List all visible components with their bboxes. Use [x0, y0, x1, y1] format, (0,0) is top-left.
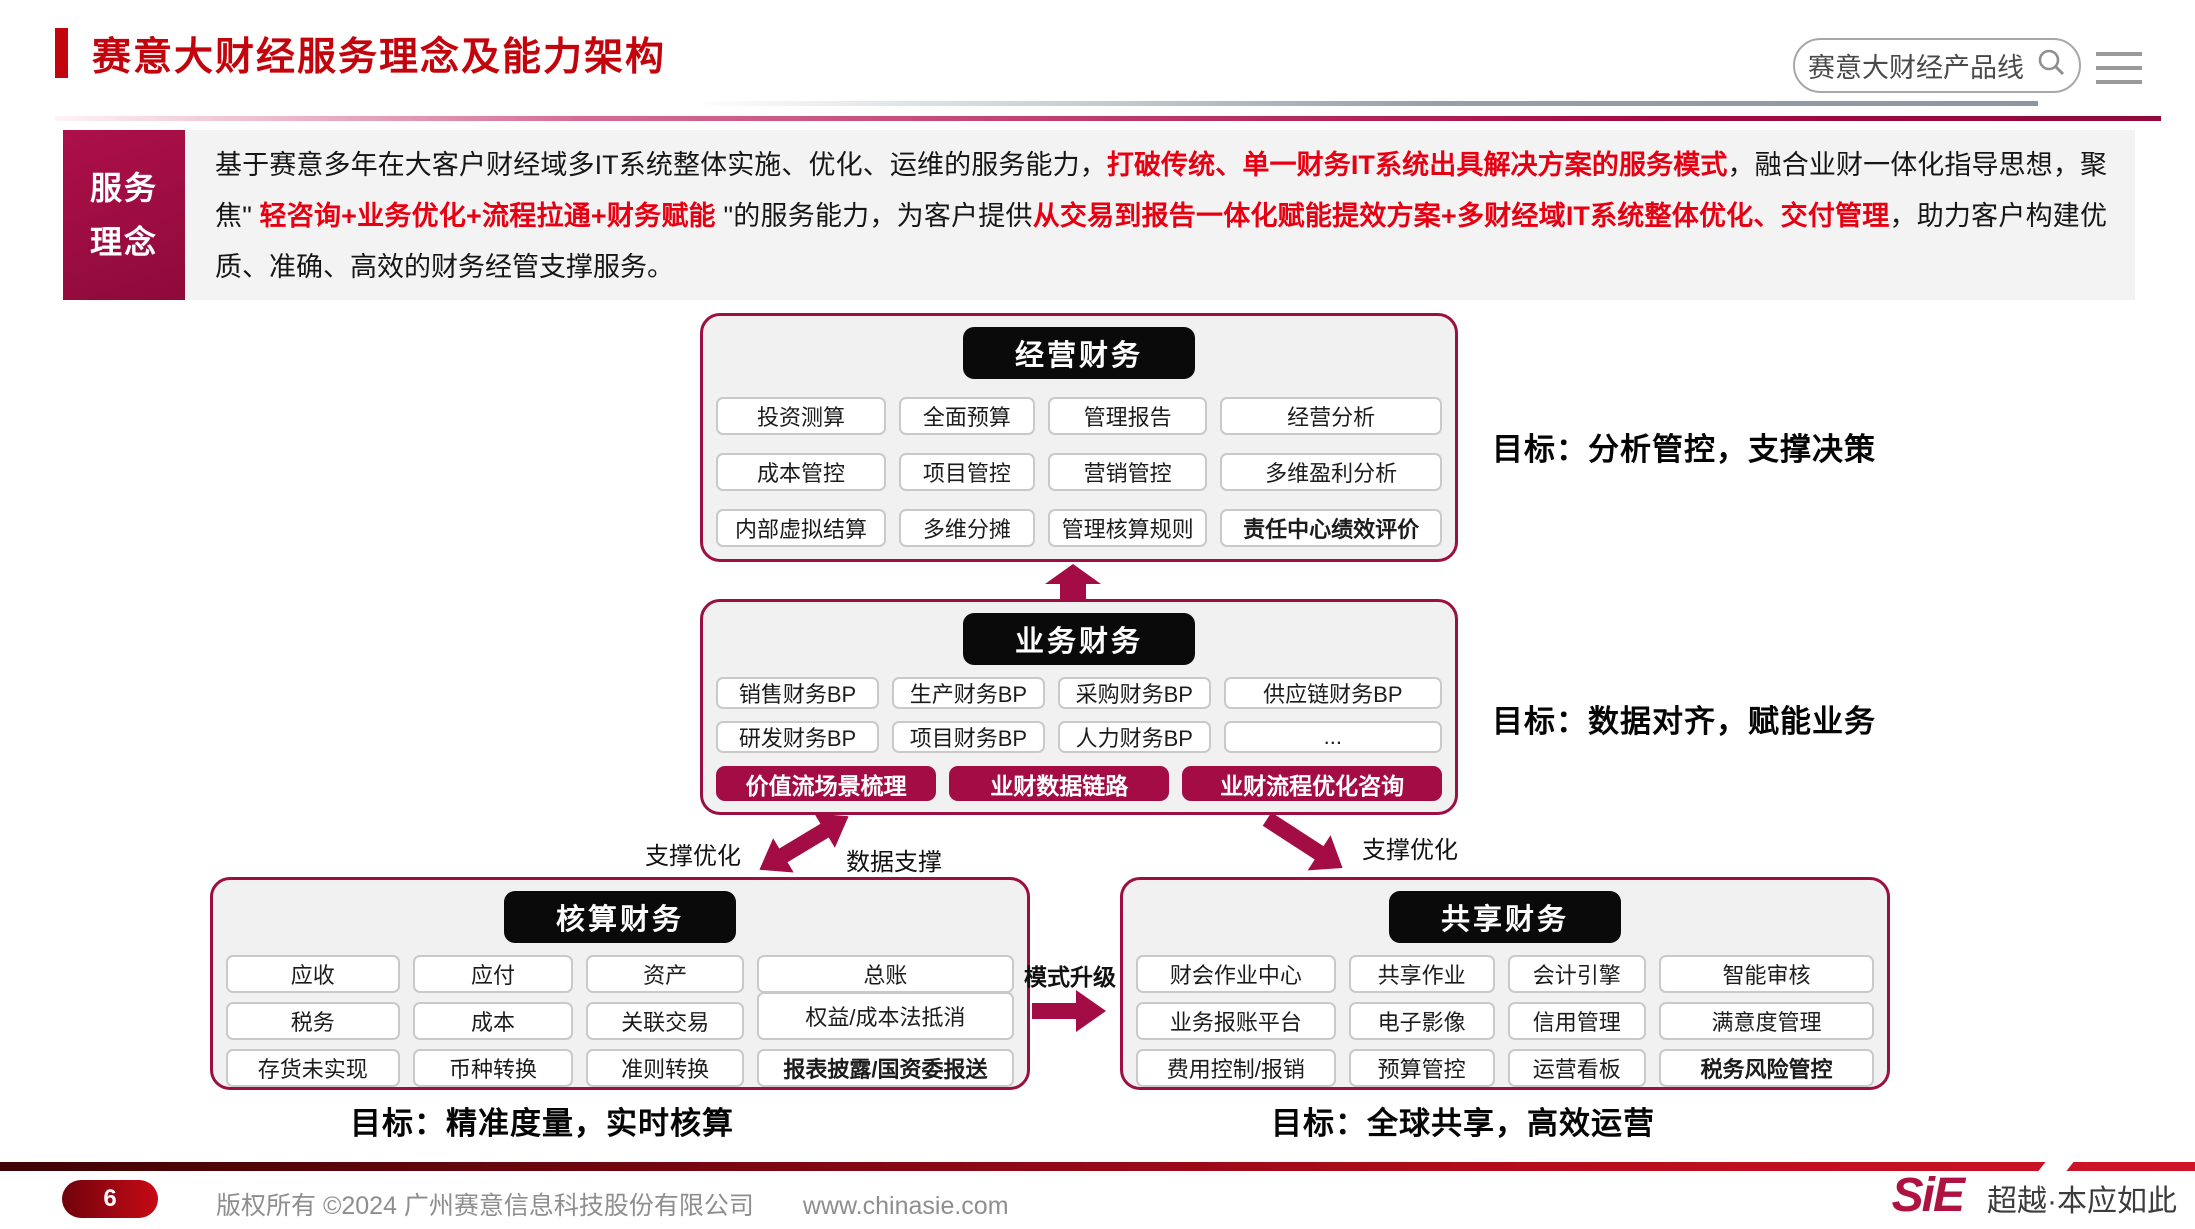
- capability-cell: 采购财务BP: [1057, 677, 1211, 709]
- business-finance-chips: 价值流场景梳理业财数据链路业财流程优化咨询: [703, 766, 1455, 801]
- copyright-label: 版权所有 ©2024 广州赛意信息科技股份有限公司: [216, 1192, 754, 1220]
- capability-cell: 总账: [756, 955, 1014, 993]
- footer-divider: [0, 1160, 2195, 1173]
- capability-cell: 供应链财务BP: [1223, 677, 1442, 709]
- goal-shared: 目标：全球共享，高效运营: [1271, 1106, 1655, 1141]
- accounting-finance-cells: 应收应付资产总账税务成本关联交易权益/成本法抵消存货未实现币种转换准则转换报表披…: [213, 955, 1027, 1087]
- capability-cell: 人力财务BP: [1057, 721, 1211, 753]
- down-right-arrow-icon: [1252, 808, 1356, 878]
- capability-cell: 全面预算: [898, 397, 1035, 435]
- label-data-support: 数据支撑: [846, 849, 942, 876]
- consulting-chip: 价值流场景梳理: [716, 766, 937, 801]
- capability-cell: 币种转换: [412, 1049, 574, 1087]
- capability-cell: 电子影像: [1348, 1002, 1495, 1040]
- page-title: 赛意大财经服务理念及能力架构: [92, 36, 667, 79]
- capability-cell: 财会作业中心: [1136, 955, 1336, 993]
- service-concept-line2: 理念: [89, 224, 158, 260]
- operating-finance-title: 经营财务: [962, 327, 1195, 379]
- label-mode-upgrade: 模式升级: [1024, 964, 1116, 990]
- service-concept-line1: 服务: [89, 170, 158, 206]
- product-line-search[interactable]: 赛意大财经产品线: [1793, 38, 2081, 93]
- intro-paragraph: 基于赛意多年在大客户财经域多IT系统整体实施、优化、运维的服务能力，打破传统、单…: [185, 130, 2135, 300]
- capability-cell: 满意度管理: [1658, 1002, 1874, 1040]
- capability-cell: 共享作业: [1348, 955, 1495, 993]
- service-concept-label: 服务 理念: [63, 130, 185, 300]
- brand-slogan: 超越·本应如此: [1987, 1185, 2177, 1218]
- capability-cell: 多维分摊: [898, 509, 1035, 547]
- capability-cell: 管理核算规则: [1047, 509, 1208, 547]
- shared-finance-cells: 财会作业中心共享作业会计引擎智能审核业务报账平台电子影像信用管理满意度管理费用控…: [1123, 955, 1887, 1087]
- capability-cell: 税务: [226, 1002, 400, 1040]
- goal-business: 目标：数据对齐，赋能业务: [1492, 704, 1876, 739]
- box-business-finance: 业务财务 销售财务BP 生产财务BP 采购财务BP 供应链财务BP 研发财务BP 项目财务…: [700, 599, 1458, 815]
- divider-crimson: [55, 116, 2161, 121]
- intro-segment: 基于赛意多年在大客户财经域多IT系统整体实施、优化、运维的服务能力，: [215, 150, 1107, 180]
- label-support-optimize-left: 支撑优化: [645, 843, 741, 870]
- capability-cell: 费用控制/报销: [1136, 1049, 1336, 1087]
- copyright-text: 版权所有 ©2024 广州赛意信息科技股份有限公司 www.chinasie.c…: [216, 1186, 1009, 1222]
- up-arrow-icon: [1045, 564, 1101, 599]
- capability-cell: 关联交易: [586, 1002, 744, 1040]
- capability-cell: 准则转换: [586, 1049, 744, 1087]
- sie-logo: SiE: [1891, 1169, 1965, 1222]
- operating-finance-cells: 投资测算全面预算管理报告经营分析成本管控项目管控营销管控多维盈利分析内部虚拟结算…: [703, 397, 1455, 547]
- capability-cell: 多维盈利分析: [1220, 453, 1442, 491]
- capability-cell: 会计引擎: [1507, 955, 1646, 993]
- capability-cell: 权益/成本法抵消: [756, 992, 1014, 1040]
- intro-segment: "的服务能力，为客户提供: [715, 201, 1033, 231]
- capability-cell: 营销管控: [1047, 453, 1208, 491]
- accounting-finance-title: 核算财务: [503, 891, 736, 943]
- intro-segment: ，助力客户构建优质、准确、高效的财务经管支撑服务。: [215, 201, 2108, 282]
- page-number-badge: 6: [62, 1180, 158, 1218]
- title-accent-bar: [55, 28, 68, 78]
- capability-cell: 应收: [226, 955, 400, 993]
- capability-cell: 运营看板: [1507, 1049, 1646, 1087]
- label-support-optimize-right: 支撑优化: [1362, 837, 1458, 864]
- consulting-chip: 业财流程优化咨询: [1182, 766, 1442, 801]
- capability-cell: 成本: [412, 1002, 574, 1040]
- capability-cell: 项目管控: [898, 453, 1035, 491]
- intro-segment: 从交易到报告一体化赋能提效方案+多财经域IT系统整体优化、交付管理: [1032, 201, 1890, 231]
- search-icon[interactable]: [2036, 47, 2066, 84]
- capability-cell: 税务风险管控: [1658, 1049, 1874, 1087]
- capability-cell: 应付: [412, 955, 574, 993]
- capability-cell: 销售财务BP: [716, 677, 880, 709]
- box-operating-finance: 经营财务 投资测算全面预算管理报告经营分析成本管控项目管控营销管控多维盈利分析内…: [700, 313, 1458, 562]
- intro-segment: 打破传统、单一财务IT系统出具解决方案的服务模式: [1106, 150, 1728, 180]
- goal-operating: 目标：分析管控，支撑决策: [1492, 432, 1876, 467]
- capability-cell: 经营分析: [1220, 397, 1442, 435]
- capability-cell: 责任中心绩效评价: [1220, 509, 1442, 547]
- menu-icon[interactable]: [2096, 52, 2142, 94]
- capability-cell: 成本管控: [716, 453, 886, 491]
- search-pill-label: 赛意大财经产品线: [1808, 53, 2024, 83]
- divider-gray: [690, 101, 2038, 106]
- capability-cell: 信用管理: [1507, 1002, 1646, 1040]
- capability-cell: 项目财务BP: [892, 721, 1045, 753]
- goal-accounting: 目标：精准度量，实时核算: [350, 1106, 734, 1141]
- capability-cell: 生产财务BP: [892, 677, 1045, 709]
- double-arrow-icon: [748, 806, 860, 880]
- capability-cell: 研发财务BP: [716, 721, 880, 753]
- intro-segment: 轻咨询+业务优化+流程拉通+财务赋能: [259, 201, 716, 231]
- capability-cell: 资产: [586, 955, 744, 993]
- website-link[interactable]: www.chinasie.com: [802, 1192, 1009, 1220]
- capability-cell: ...: [1223, 721, 1442, 753]
- capability-cell: 管理报告: [1047, 397, 1208, 435]
- right-arrow-icon: [1032, 990, 1106, 1032]
- capability-cell: 智能审核: [1658, 955, 1874, 993]
- box-accounting-finance: 核算财务 应收应付资产总账税务成本关联交易权益/成本法抵消存货未实现币种转换准则…: [210, 877, 1030, 1090]
- intro-segment: ，融合业财一体化指导思想，聚焦": [215, 150, 2108, 231]
- capability-cell: 投资测算: [716, 397, 886, 435]
- capability-cell: 报表披露/国资委报送: [756, 1049, 1014, 1087]
- capability-cell: 内部虚拟结算: [716, 509, 886, 547]
- box-shared-finance: 共享财务 财会作业中心共享作业会计引擎智能审核业务报账平台电子影像信用管理满意度…: [1120, 877, 1890, 1090]
- business-finance-cells: 销售财务BP 生产财务BP 采购财务BP 供应链财务BP 研发财务BP 项目财务BP 人力财…: [703, 677, 1455, 753]
- capability-cell: 业务报账平台: [1136, 1002, 1336, 1040]
- consulting-chip: 业财数据链路: [949, 766, 1170, 801]
- capability-cell: 存货未实现: [226, 1049, 400, 1087]
- brand-block: SiE 超越·本应如此: [1892, 1168, 2177, 1223]
- business-finance-title: 业务财务: [962, 613, 1195, 665]
- shared-finance-title: 共享财务: [1388, 891, 1621, 943]
- capability-cell: 预算管控: [1348, 1049, 1495, 1087]
